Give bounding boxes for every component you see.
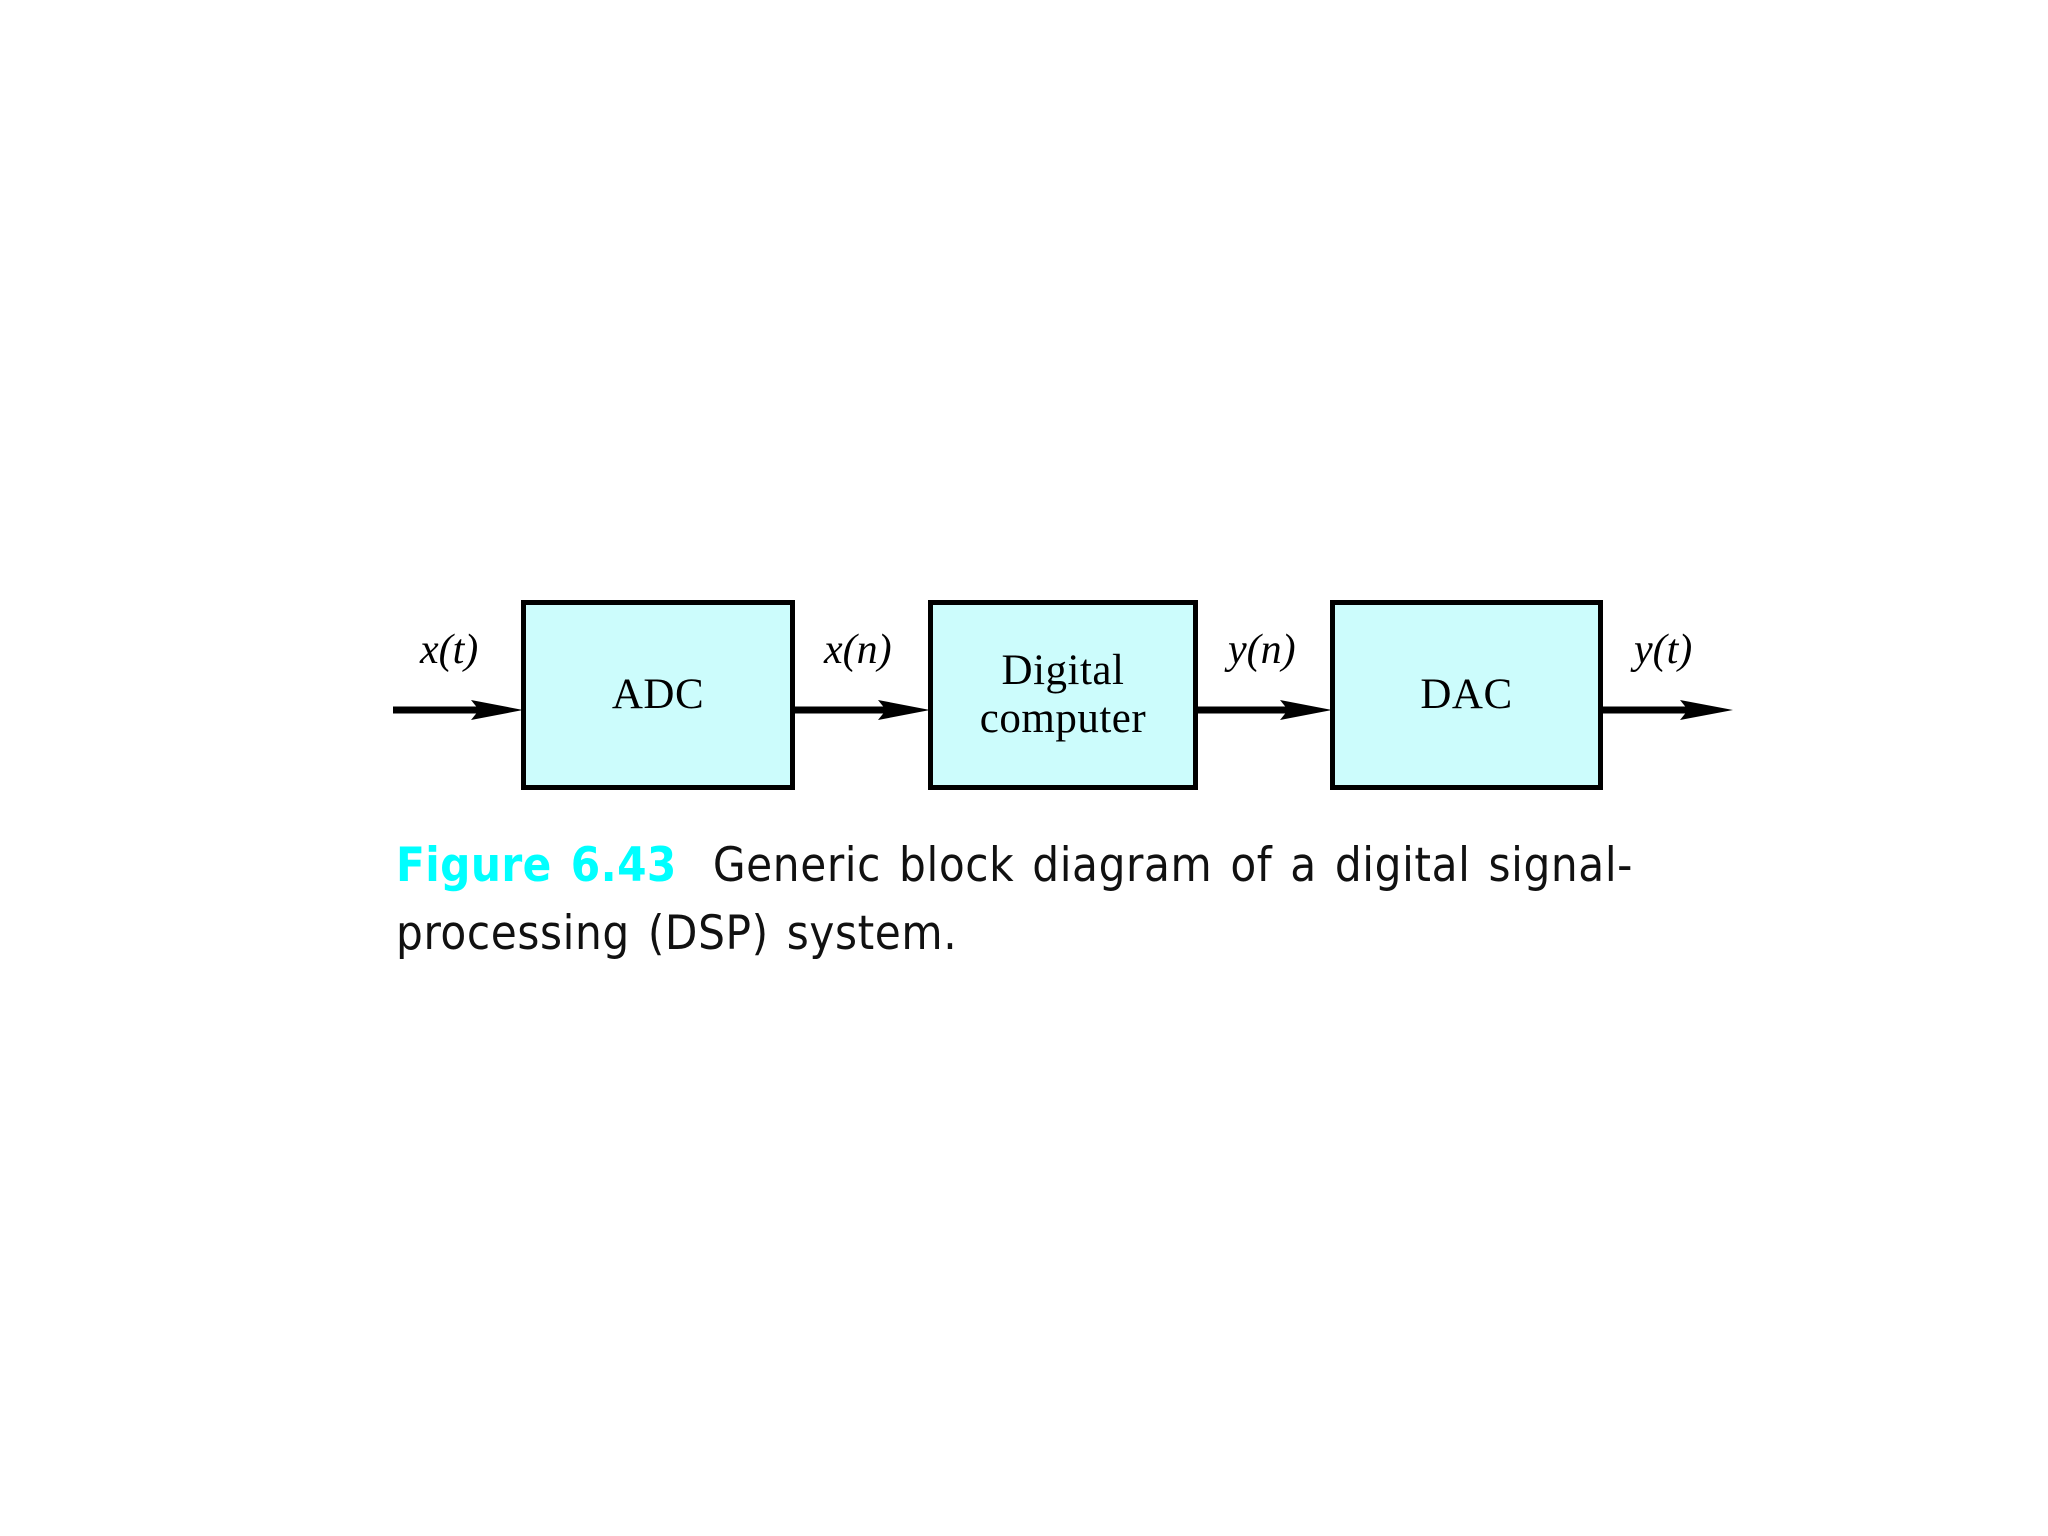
signal-label-x-n: x(n): [824, 627, 892, 673]
arrow-output-y-t: [1601, 699, 1733, 721]
arrow-y-n: [1196, 699, 1332, 721]
arrow-input-x-t: [393, 699, 523, 721]
arrow-x-n: [793, 699, 930, 721]
block-adc[interactable]: ADC: [521, 600, 795, 790]
block-diagram: x(t) ADC x(n) Digital computer y(n): [393, 600, 1733, 790]
figure-caption-number: Figure 6.43: [396, 838, 677, 893]
block-digital-computer[interactable]: Digital computer: [928, 600, 1198, 790]
signal-label-y-n: y(n): [1228, 627, 1296, 673]
signal-label-x-t: x(t): [420, 627, 479, 673]
figure-caption: Figure 6.43 Generic block diagram of a d…: [396, 832, 1726, 968]
signal-label-y-t: y(t): [1634, 627, 1693, 673]
block-digital-computer-label: Digital computer: [979, 646, 1147, 742]
block-adc-label: ADC: [611, 670, 705, 718]
figure-caption-text: Generic block diagram of a digital signa…: [396, 838, 1634, 961]
block-dac-label: DAC: [1420, 670, 1513, 718]
block-dac[interactable]: DAC: [1330, 600, 1603, 790]
